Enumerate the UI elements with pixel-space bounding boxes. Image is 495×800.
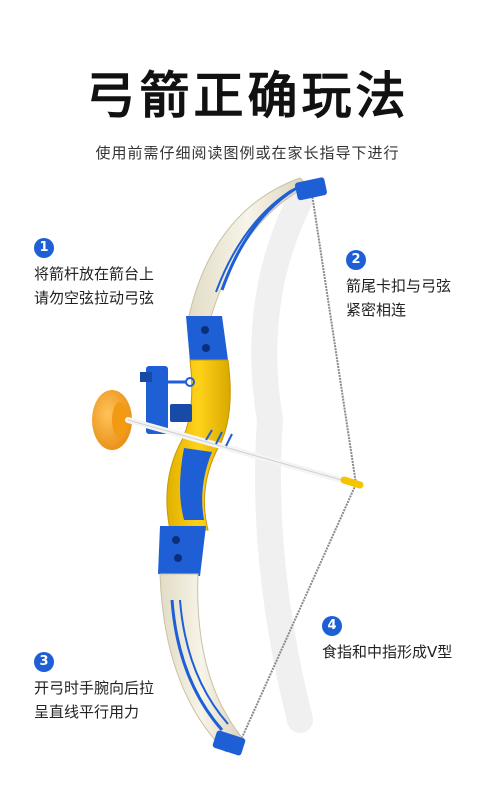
- step-1-line-1: 将箭杆放在箭台上: [34, 265, 155, 283]
- step-2-line-1: 箭尾卡扣与弓弦: [346, 277, 452, 295]
- step-1-line-2: 请勿空弦拉动弓弦: [34, 289, 155, 307]
- step-2-badge: 2: [346, 250, 366, 270]
- bow-string: [239, 193, 358, 743]
- step-3-line-2: 呈直线平行用力: [34, 703, 140, 721]
- step-2: 2 箭尾卡扣与弓弦 紧密相连: [346, 246, 451, 322]
- step-3: 3 开弓时手腕向后拉 呈直线平行用力: [34, 648, 154, 724]
- step-3-line-1: 开弓时手腕向后拉: [34, 679, 155, 697]
- step-3-badge: 3: [34, 652, 54, 672]
- step-1-badge: 1: [34, 238, 54, 258]
- step-4-line-1: 食指和中指形成V型: [322, 643, 453, 661]
- step-1: 1 将箭杆放在箭台上 请勿空弦拉动弓弦: [34, 234, 154, 310]
- step-2-line-2: 紧密相连: [346, 301, 407, 319]
- page-title: 弓箭正确玩法: [85, 67, 410, 125]
- step-4: 4 食指和中指形成V型: [322, 612, 452, 664]
- step-4-badge: 4: [322, 616, 342, 636]
- page-subtitle: 使用前需仔细阅读图例或在家长指导下进行: [95, 144, 400, 162]
